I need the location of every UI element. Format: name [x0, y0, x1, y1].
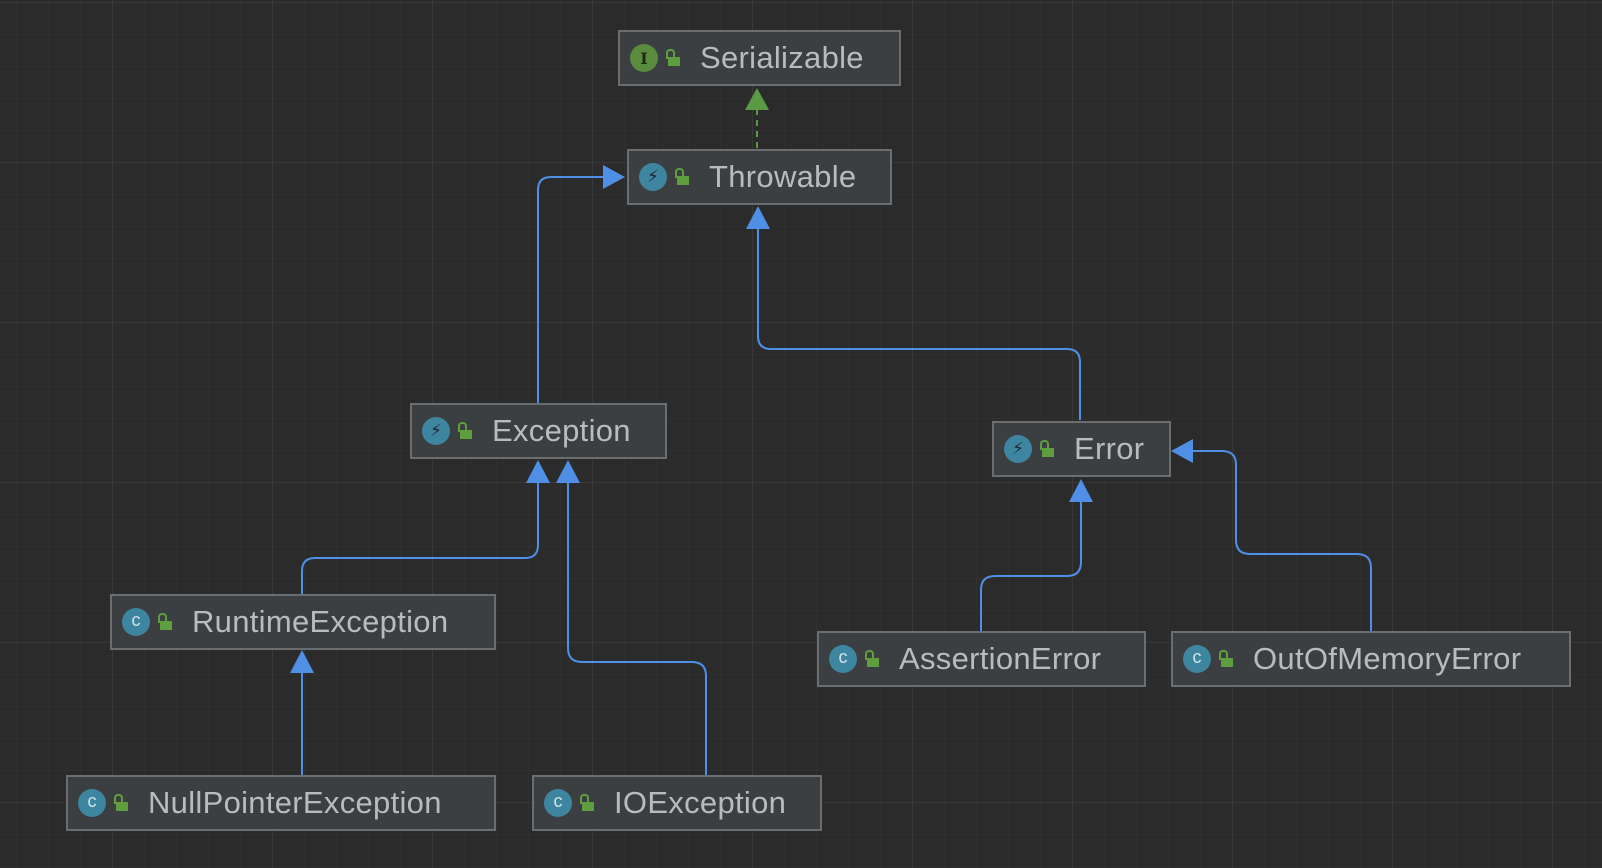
node-label: IOException [614, 785, 787, 820]
throwable-class-icon [639, 163, 667, 191]
public-lock-icon [1219, 650, 1233, 668]
public-lock-icon [158, 613, 172, 631]
edge-error-throwable-arrowhead [746, 206, 770, 229]
class-icon [122, 608, 150, 636]
node-label: Error [1074, 431, 1145, 466]
node-label: Exception [492, 413, 631, 448]
node-label: AssertionError [899, 641, 1102, 676]
edge-runtimeexception-extends-exception [301, 460, 550, 594]
edge-nullpointerexception-extends-runtimeexception [290, 650, 314, 775]
node-label: NullPointerException [148, 785, 442, 820]
node-assertion-error[interactable]: AssertionError [817, 631, 1146, 687]
node-label: Throwable [709, 159, 857, 194]
interface-icon [630, 44, 658, 72]
node-label: RuntimeException [192, 604, 449, 639]
edge-ioexception-exception-arrowhead [556, 460, 580, 483]
edge-exception-extends-throwable [537, 165, 625, 403]
edge-exception-throwable-arrowhead [603, 165, 625, 189]
node-exception[interactable]: Exception [410, 403, 667, 459]
node-out-of-memory-error[interactable]: OutOfMemoryError [1171, 631, 1571, 687]
public-lock-icon [114, 794, 128, 812]
node-io-exception[interactable]: IOException [532, 775, 822, 831]
public-lock-icon [865, 650, 879, 668]
throwable-class-icon [1004, 435, 1032, 463]
edge-throwable-implements-serializable [745, 88, 769, 148]
node-serializable[interactable]: Serializable [618, 30, 901, 86]
public-lock-icon [675, 168, 689, 186]
edge-assertionerror-error-arrowhead [1069, 479, 1093, 502]
class-icon [1183, 645, 1211, 673]
node-throwable[interactable]: Throwable [627, 149, 892, 205]
public-lock-icon [666, 49, 680, 67]
edge-ioexception-extends-exception [556, 460, 707, 775]
public-lock-icon [1040, 440, 1054, 458]
node-null-pointer-exception[interactable]: NullPointerException [66, 775, 496, 831]
edge-nullpointerexception-runtimeexception-arrowhead [290, 650, 314, 673]
edge-throwable-serializable-arrowhead [745, 88, 769, 110]
edge-assertionerror-extends-error [980, 479, 1093, 631]
node-error[interactable]: Error [992, 421, 1171, 477]
public-lock-icon [458, 422, 472, 440]
node-label: Serializable [700, 40, 864, 75]
node-runtime-exception[interactable]: RuntimeException [110, 594, 496, 650]
public-lock-icon [580, 794, 594, 812]
edge-runtimeexception-exception-arrowhead [526, 460, 550, 483]
class-icon [78, 789, 106, 817]
node-label: OutOfMemoryError [1253, 641, 1522, 676]
class-icon [544, 789, 572, 817]
throwable-class-icon [422, 417, 450, 445]
edge-error-extends-throwable [746, 206, 1081, 420]
class-icon [829, 645, 857, 673]
edge-outofmemoryerror-extends-error [1171, 439, 1372, 631]
edge-outofmemoryerror-error-arrowhead [1171, 439, 1193, 463]
